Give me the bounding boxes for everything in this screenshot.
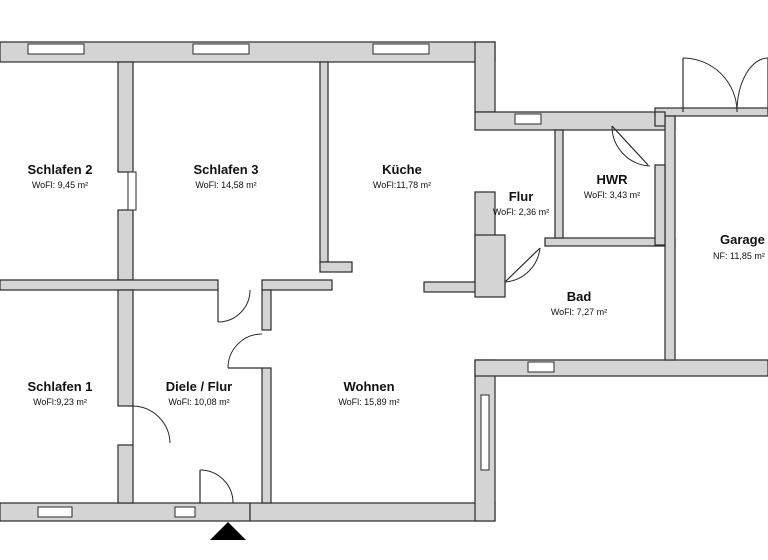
wall-mid-left (0, 279, 219, 291)
room-area-wohnen: WoFl: 15,89 m² (338, 397, 399, 407)
wall-garage-top (654, 107, 768, 117)
window-internal (127, 171, 137, 211)
wall-diele-wohnen-b (261, 367, 272, 504)
room-area-schlafen2: WoFl: 9,45 m² (32, 180, 88, 190)
room-name-wohnen: Wohnen (343, 379, 394, 394)
wall-kitchen-right (474, 41, 496, 113)
wall-flur-top (474, 111, 676, 131)
room-name-schlafen1: Schlafen 1 (27, 379, 92, 394)
door-arc-wohnen (227, 333, 263, 369)
window-bad (527, 361, 555, 373)
windows (27, 43, 555, 518)
door-leaf-hwr (611, 125, 649, 166)
wall-s1-diele-b (117, 444, 134, 504)
door-arc-hwr (611, 125, 651, 167)
door-arc-schlafen1 (132, 405, 171, 444)
door-arc-bad (504, 247, 541, 283)
window-schlafen1 (37, 506, 73, 518)
room-name-schlafen3: Schlafen 3 (193, 162, 258, 177)
interior-walls (0, 61, 676, 504)
wall-bottom-right (249, 502, 496, 522)
wall-mid-center (261, 279, 333, 291)
wall-s1-diele-a (117, 289, 134, 407)
room-area-garage: NF: 11,85 m² (713, 251, 765, 261)
wall-garage-left (664, 115, 676, 361)
doors (132, 57, 768, 504)
door-arc-garage-left (682, 57, 738, 113)
room-area-diele: WoFl: 10,08 m² (168, 397, 229, 407)
window-wohnen (480, 394, 490, 471)
door-arc-garage-right (736, 57, 768, 113)
wall-flur-bath (474, 234, 506, 298)
room-name-diele: Diele / Flur (166, 379, 232, 394)
room-area-kueche: WoFl:11,78 m² (373, 180, 431, 190)
wall-diele-wohnen-a (261, 289, 272, 331)
window-schlafen2 (27, 43, 85, 55)
room-area-schlafen3: WoFl: 14,58 m² (195, 180, 256, 190)
wall-s2-s3-b (117, 209, 134, 281)
room-area-bad: WoFl: 7,27 m² (551, 307, 607, 317)
room-area-hwr: WoFl: 3,43 m² (584, 190, 640, 200)
entrance-triangle-icon (210, 522, 246, 540)
door-arc-entrance (199, 469, 234, 504)
window-kueche (372, 43, 430, 55)
wall-hwr-right (654, 164, 666, 246)
wall-hwr-right-top (654, 111, 666, 127)
wall-s3-kueche (319, 61, 329, 263)
window-flur (514, 113, 542, 125)
door-arc-schlafen3 (217, 289, 251, 323)
wall-s2-s3-a (117, 61, 134, 173)
door-leaf-bad (504, 247, 541, 283)
room-name-flur: Flur (509, 189, 534, 204)
room-name-hwr: HWR (596, 172, 628, 187)
room-name-schlafen2: Schlafen 2 (27, 162, 92, 177)
window-schlafen3 (192, 43, 250, 55)
room-name-bad: Bad (567, 289, 592, 304)
window-diele (174, 506, 196, 518)
wall-bath-bottom (474, 359, 768, 377)
wall-kueche-bottom-a (319, 261, 353, 273)
room-labels: Schlafen 2 WoFl: 9,45 m² Schlafen 3 WoFl… (27, 162, 764, 407)
room-area-flur: WoFl: 2,36 m² (493, 207, 549, 217)
wall-hwr-left (554, 129, 564, 239)
room-name-garage: Garage (720, 232, 765, 247)
room-area-schlafen1: WoFl:9,23 m² (33, 397, 87, 407)
room-name-kueche: Küche (382, 162, 422, 177)
